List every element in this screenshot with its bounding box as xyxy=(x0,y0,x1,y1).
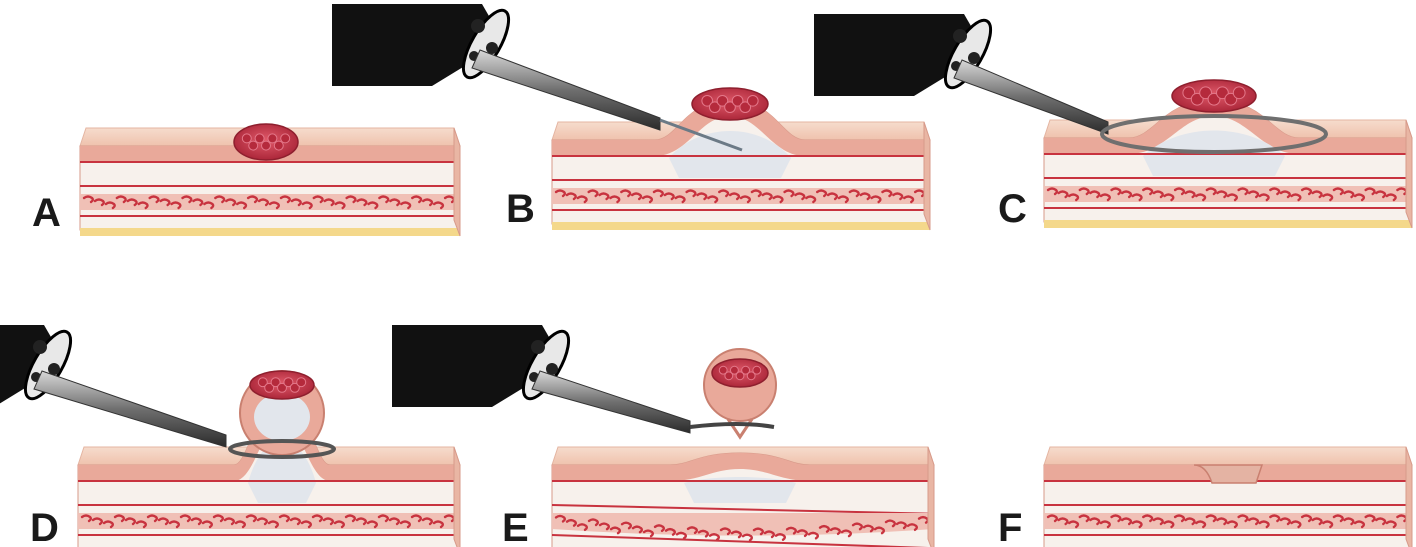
panel-d: D xyxy=(0,325,460,547)
endoscope-icon xyxy=(392,325,577,407)
panel-label: C xyxy=(998,187,1027,231)
panel-label: B xyxy=(506,187,535,231)
panel-label: A xyxy=(32,191,61,235)
panel-label: F xyxy=(998,506,1022,547)
panel-label: E xyxy=(502,506,529,547)
panel-label: D xyxy=(30,506,59,547)
panel-e: E xyxy=(392,325,934,547)
panel-f: F xyxy=(998,447,1412,547)
panel-a: A xyxy=(32,124,460,236)
